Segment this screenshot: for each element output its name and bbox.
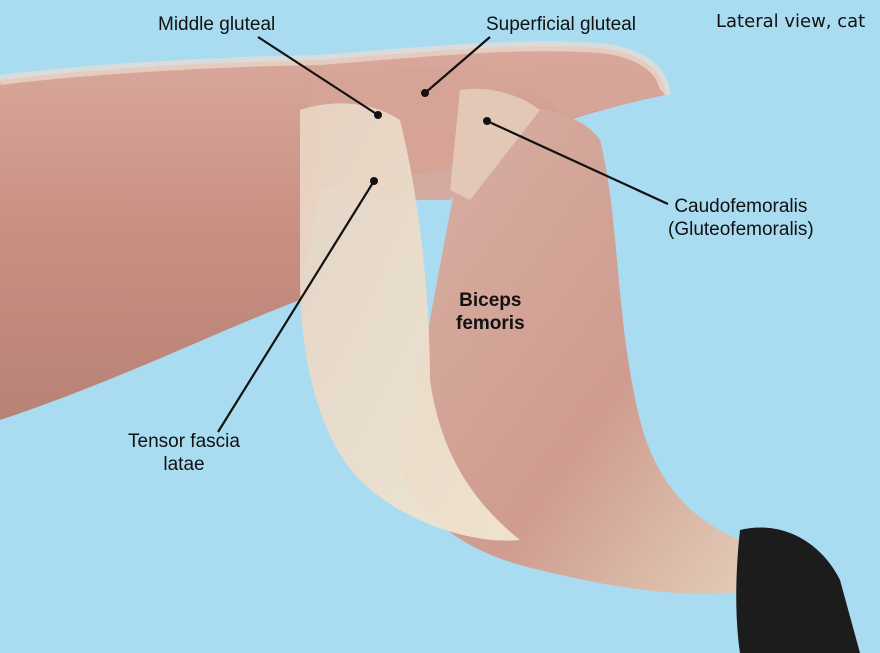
label-caudofemoralis-line2: (Gluteofemoralis) — [668, 219, 814, 240]
label-superficial-gluteal: Superficial gluteal — [486, 14, 636, 35]
trunk-fascia-edge — [0, 41, 670, 96]
label-caudofemoralis-line1: Caudofemoralis — [674, 196, 808, 217]
leader-superficial-gluteal — [424, 36, 491, 94]
label-caudofemoralis: Caudofemoralis (Gluteofemoralis) — [668, 195, 814, 241]
leader-tensor-fascia-latae — [217, 180, 375, 433]
leader-middle-gluteal — [257, 36, 379, 116]
label-tensor-line1: Tensor fascia — [128, 431, 240, 452]
label-biceps-femoris: Biceps femoris — [456, 289, 525, 335]
label-tensor-fascia-latae: Tensor fascia latae — [128, 430, 240, 476]
pointer-caudofemoralis — [483, 117, 491, 125]
label-biceps-line1: Biceps — [459, 290, 522, 311]
leader-caudofemoralis — [486, 120, 669, 205]
tail-base — [520, 63, 665, 118]
caudofemoralis-muscle — [450, 88, 540, 200]
label-view: Lateral view, cat — [716, 11, 866, 32]
pointer-middle-gluteal — [374, 111, 382, 119]
label-middle-gluteal: Middle gluteal — [158, 14, 276, 35]
label-tensor-line2: latae — [163, 454, 205, 475]
label-biceps-line2: femoris — [456, 313, 525, 334]
paw-fur — [736, 527, 860, 653]
pointer-superficial-gluteal — [421, 89, 429, 97]
biceps-femoris-muscle — [400, 106, 750, 594]
pointer-tensor-fascia-latae — [370, 177, 378, 185]
